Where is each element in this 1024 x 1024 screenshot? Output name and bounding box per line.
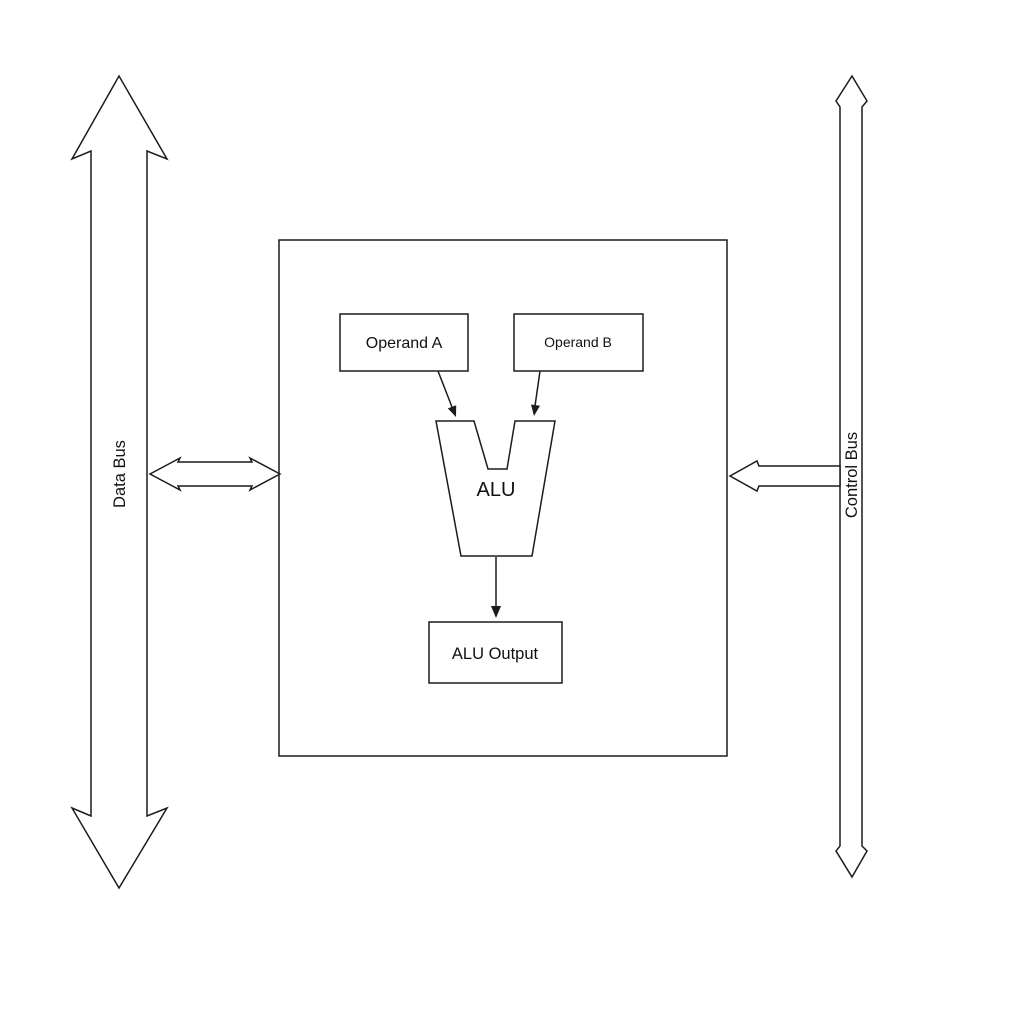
control-bus-label: Control Bus — [843, 432, 861, 518]
operand-a-label: Operand A — [366, 335, 443, 352]
alu-shape — [435, 420, 556, 557]
operand-b-to-alu-arrow — [531, 370, 541, 416]
operand-a-to-alu-arrow — [437, 370, 457, 417]
arrowhead-icon — [491, 606, 501, 618]
control-bus-connector-arrow — [728, 459, 841, 493]
arrowhead-icon — [531, 404, 540, 416]
data-bus-connector-arrow — [148, 456, 282, 492]
operand-a-box — [339, 313, 469, 372]
data-bus-arrow — [70, 74, 169, 890]
alu-output-box — [428, 621, 563, 684]
arrowhead-icon — [447, 405, 457, 417]
alu-output-label: ALU Output — [452, 645, 539, 663]
alu-to-output-arrow — [491, 557, 501, 618]
operand-b-label: Operand B — [544, 334, 612, 350]
operand-b-box — [513, 313, 644, 372]
control-bus-arrow — [835, 74, 868, 879]
alu-label: ALU — [477, 479, 516, 501]
data-bus-label: Data Bus — [111, 440, 129, 508]
diagram-strokes — [70, 74, 868, 890]
